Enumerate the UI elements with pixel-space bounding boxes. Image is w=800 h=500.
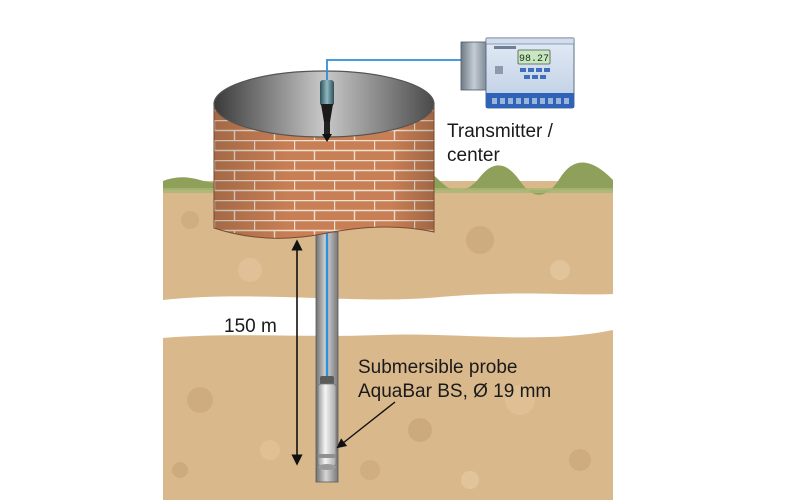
submersible-probe-icon xyxy=(317,376,337,470)
cable-gland-icon xyxy=(320,80,334,142)
transmitter-keypad xyxy=(520,68,550,79)
soil-cross-section xyxy=(163,162,613,500)
signal-cable xyxy=(326,59,461,88)
probe-label-line1: Submersible probe xyxy=(358,357,518,378)
transmitter-label-line2: center xyxy=(447,145,500,166)
probe-label-line2: AquaBar BS, Ø 19 mm xyxy=(358,381,552,402)
depth-label: 150 m xyxy=(224,316,277,337)
probe-leader-line xyxy=(336,401,396,449)
probe-label: Submersible probe AquaBar BS, Ø 19 mm xyxy=(358,356,551,404)
transmitter-label-line1: Transmitter / xyxy=(447,121,553,142)
transmitter-device-icon xyxy=(460,37,575,109)
transmitter-display-reading: 98.27 xyxy=(519,54,549,65)
transmitter-label: Transmitter / center xyxy=(447,120,553,168)
rock-layer-band xyxy=(163,293,613,338)
